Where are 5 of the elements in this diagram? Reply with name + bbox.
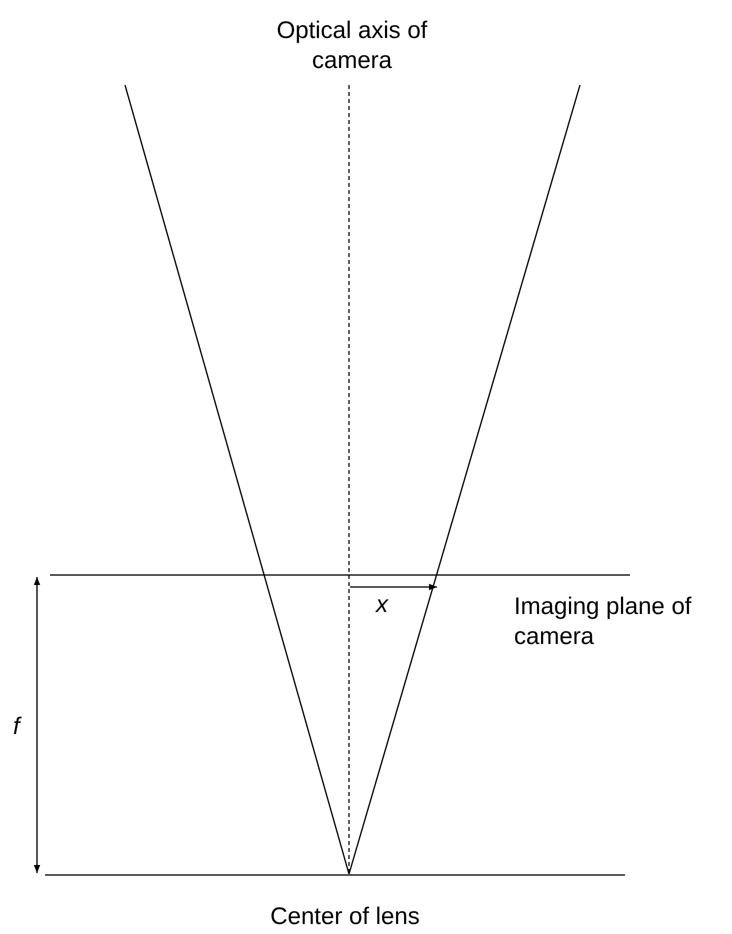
- focal-length-label: f: [13, 712, 23, 742]
- plane-label: Imaging plane of camera: [514, 592, 692, 652]
- lens-label: Center of lens: [269, 902, 421, 932]
- axis-label: Optical axis of camera: [276, 16, 428, 76]
- distance-label: x: [376, 590, 390, 620]
